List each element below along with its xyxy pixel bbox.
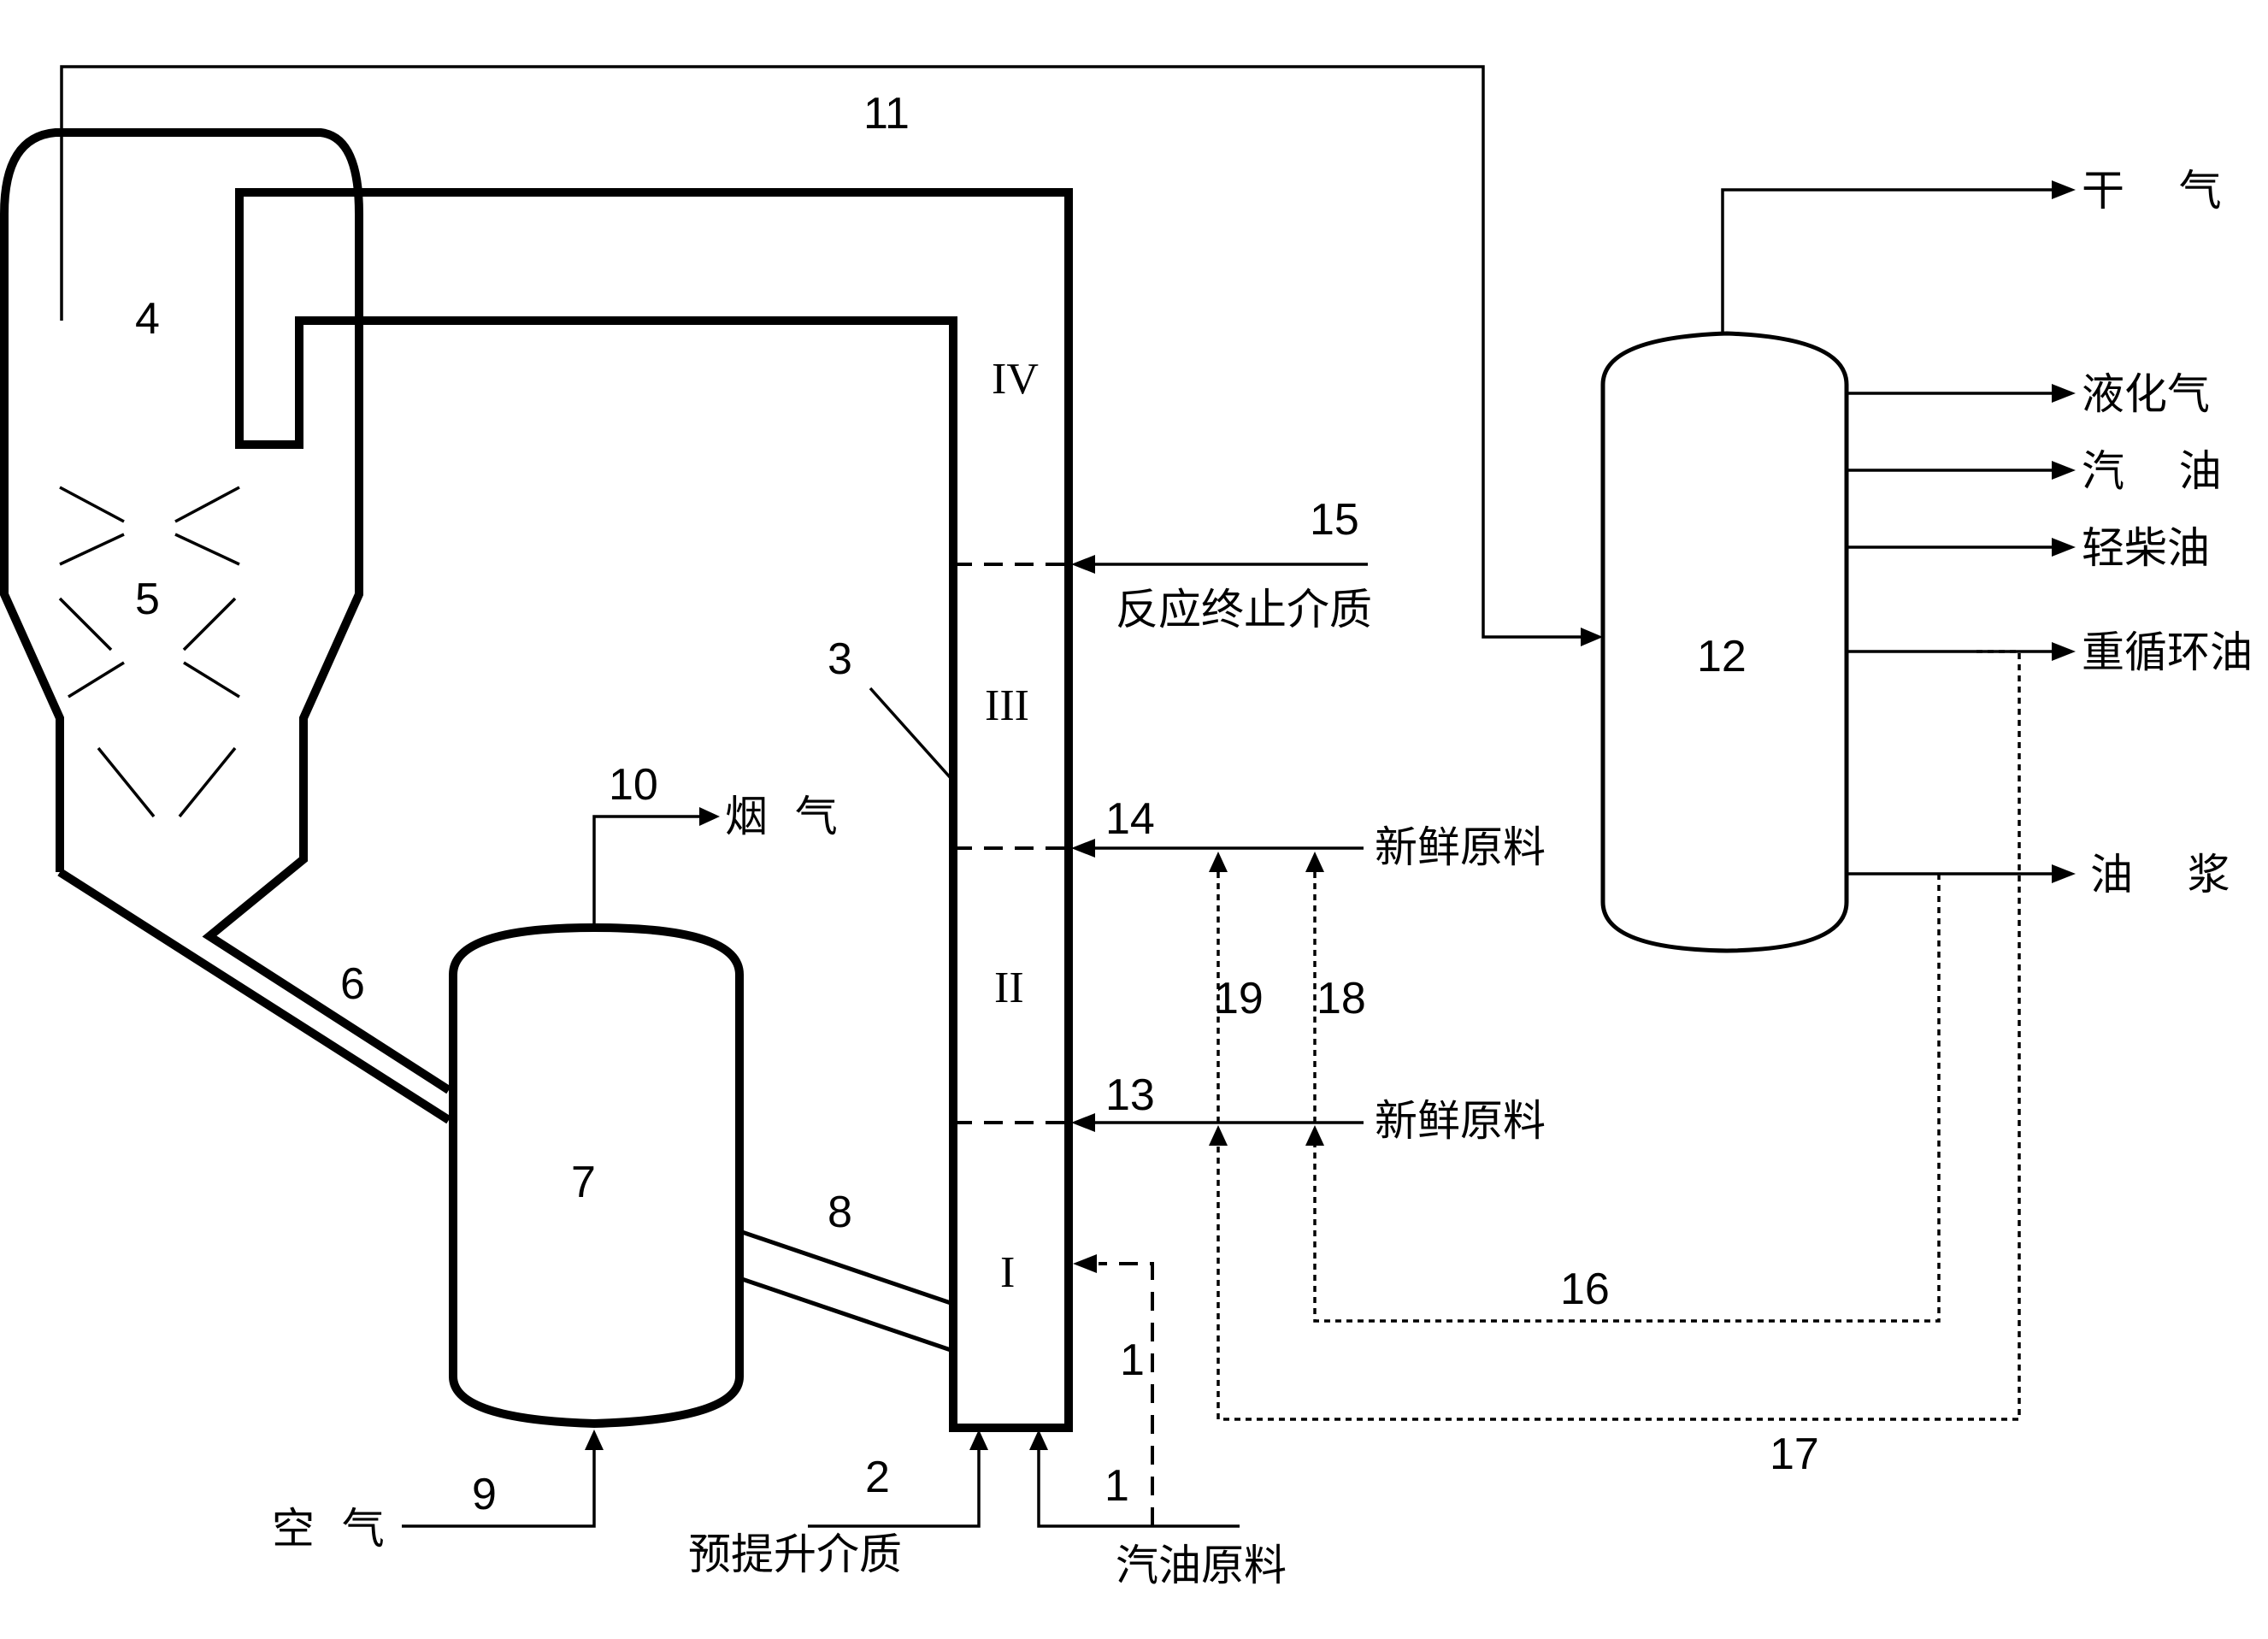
- dry-gas-label: 干 气: [2082, 166, 2222, 215]
- label-5: 5: [135, 575, 160, 624]
- label-3: 3: [828, 634, 852, 684]
- heavy-cycle-oil-arrowhead: [2052, 642, 2076, 661]
- regenerated-catalyst-line: [739, 1229, 954, 1353]
- recycle-19-arrowhead: [1209, 852, 1228, 872]
- label-17: 17: [1770, 1430, 1819, 1479]
- label-6: 6: [340, 959, 365, 1009]
- slurry-label: 油 浆: [2090, 850, 2230, 899]
- recycle-16-arrowhead: [1305, 1125, 1324, 1146]
- gasoline-product-label: 汽 油: [2082, 446, 2222, 496]
- zone-dividers: [953, 563, 1069, 1124]
- pre-lift-line: [808, 1449, 981, 1528]
- flue-gas-arrowhead: [699, 807, 720, 826]
- stripper-baffles: [58, 486, 240, 818]
- recycle-16-line: [1313, 874, 1941, 1323]
- gasoline-feed-label: 汽油原料: [1116, 1541, 1287, 1590]
- recycle-17-arrowhead: [1209, 1125, 1228, 1146]
- recycle-18-arrowhead: [1305, 852, 1324, 872]
- label-10: 10: [609, 760, 658, 810]
- fresh-feed-lower-label: 新鲜原料: [1375, 1096, 1546, 1146]
- gasoline-feed-arrowhead: [1029, 1430, 1048, 1450]
- label-19: 19: [1214, 974, 1264, 1023]
- light-diesel-arrowhead: [2052, 538, 2076, 557]
- zone-II-label: II: [994, 964, 1024, 1012]
- label-11: 11: [863, 89, 910, 139]
- gasoline-feed-line: [1037, 1449, 1240, 1528]
- lpg-label: 液化气: [2082, 369, 2210, 419]
- zone-III-label: III: [985, 681, 1029, 730]
- label-12: 12: [1697, 632, 1747, 681]
- fresh-feed-upper-arrowhead: [1071, 839, 1095, 858]
- fractionator-vessel: [1600, 331, 1849, 953]
- zone-IV-label: IV: [992, 355, 1039, 404]
- regenerator-vessel: [449, 923, 744, 1429]
- label-14: 14: [1105, 794, 1155, 844]
- air-line: [402, 1449, 596, 1528]
- light-diesel-label: 轻柴油: [2082, 523, 2210, 573]
- label-13: 13: [1105, 1070, 1155, 1120]
- zone-I-label: I: [1000, 1248, 1015, 1297]
- gasoline-product-arrowhead: [2052, 461, 2076, 480]
- dry-gas-arrowhead: [2052, 180, 2076, 199]
- lpg-arrowhead: [2052, 384, 2076, 403]
- riser-leader-line: [869, 687, 952, 780]
- label-9: 9: [472, 1470, 497, 1519]
- spent-catalyst-standpipe-outer: [57, 868, 451, 1124]
- pre-lift-label: 预提升介质: [688, 1530, 902, 1579]
- terminator-arrowhead: [1071, 555, 1095, 574]
- label-1-branch: 1: [1120, 1335, 1145, 1385]
- slurry-arrowhead: [2052, 864, 2076, 883]
- pre-lift-arrowhead: [969, 1430, 988, 1450]
- flue-gas-label: 烟 气: [725, 792, 838, 841]
- label-16: 16: [1560, 1265, 1610, 1314]
- gasoline-branch-arrowhead: [1073, 1254, 1097, 1273]
- heavy-cycle-oil-label: 重循环油: [2082, 628, 2253, 677]
- label-1-feed: 1: [1105, 1461, 1129, 1511]
- fresh-feed-upper-label: 新鲜原料: [1375, 822, 1546, 872]
- riser-reactor: [235, 188, 1073, 1432]
- label-2: 2: [865, 1453, 890, 1502]
- oil-gas-line: [60, 65, 1582, 639]
- terminator-label: 反应终止介质: [1116, 585, 1372, 634]
- label-7: 7: [571, 1158, 596, 1207]
- gasoline-branch-line: [1099, 1262, 1154, 1526]
- flue-gas-line: [592, 815, 701, 928]
- dry-gas-line: [1721, 188, 2052, 333]
- label-8: 8: [828, 1188, 852, 1237]
- air-arrowhead: [585, 1430, 604, 1450]
- disengager-vessel: [0, 128, 451, 1094]
- label-18: 18: [1317, 974, 1366, 1023]
- fresh-feed-lower-arrowhead: [1071, 1113, 1095, 1132]
- label-4: 4: [135, 294, 160, 344]
- recycle-17-line: [1216, 650, 2021, 1421]
- label-15: 15: [1310, 495, 1359, 545]
- oil-gas-arrowhead: [1581, 628, 1603, 646]
- air-label: 空 气: [272, 1504, 385, 1554]
